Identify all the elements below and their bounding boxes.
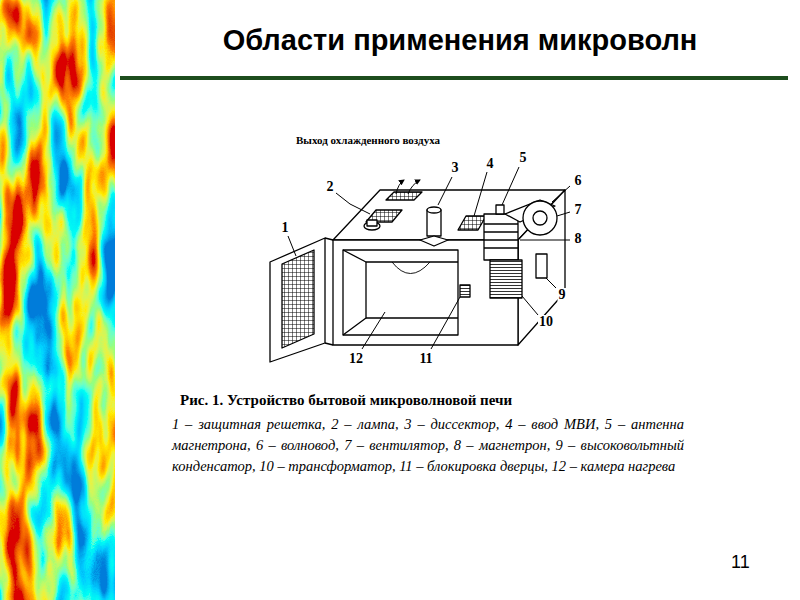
callout-number: 3 [451, 161, 460, 175]
callout-number: 4 [486, 157, 495, 171]
page-number: 11 [731, 552, 750, 573]
slide-title: Области применения микроволн [120, 24, 800, 57]
figure-caption: Рис. 1. Устройство бытовой микроволновой… [180, 392, 512, 409]
microwave-drawing [270, 190, 565, 362]
callout-number: 7 [574, 203, 583, 217]
leader-lines [288, 167, 570, 349]
callout-number: 9 [558, 288, 567, 302]
callout-number: 2 [326, 180, 335, 194]
air-arrows [396, 180, 420, 194]
callout-number: 11 [418, 352, 433, 366]
callout-number: 8 [574, 232, 583, 246]
callout-number: 5 [519, 151, 528, 165]
parts-key: 1 – защитная решетка, 2 – лампа, 3 – дис… [172, 414, 684, 477]
callout-number: 10 [538, 315, 554, 329]
title-rule [120, 76, 788, 80]
air-outlet-note: Выход охлажденного воздуха [290, 133, 440, 147]
callout-number: 12 [348, 352, 364, 366]
callout-number: 6 [574, 174, 583, 188]
callout-number: 1 [281, 221, 290, 235]
side-pattern [0, 0, 115, 600]
